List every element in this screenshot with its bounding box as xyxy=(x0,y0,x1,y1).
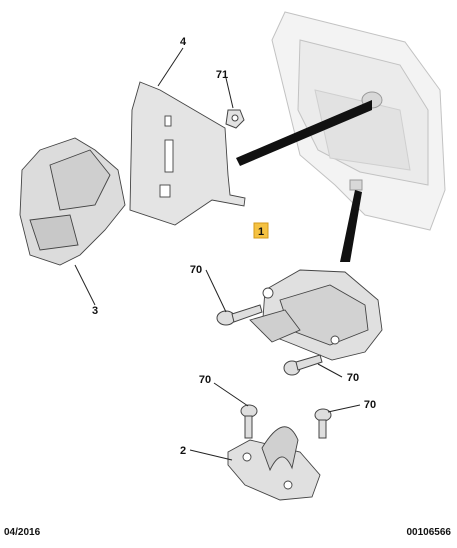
lock-part-3 xyxy=(19,137,126,266)
callout-1: 1 xyxy=(258,226,264,238)
callout-70-lower-right: 70 xyxy=(364,399,376,411)
screw-70-a xyxy=(216,304,263,326)
callout-2: 2 xyxy=(180,445,186,457)
callout-4: 4 xyxy=(180,36,187,48)
screw-70-d xyxy=(314,408,332,439)
callout-3: 3 xyxy=(92,305,98,317)
footer-date: 04/2016 xyxy=(4,527,41,538)
detail-pointers xyxy=(236,100,372,262)
footer-reference-number: 00106566 xyxy=(406,527,452,538)
nut-part-71 xyxy=(225,109,245,129)
callout-71: 71 xyxy=(216,69,228,81)
bracket-part-4 xyxy=(129,81,246,226)
callout-70-upper-left: 70 xyxy=(190,264,202,276)
callout-1-group: 1 xyxy=(253,222,269,239)
leader-lines xyxy=(74,47,361,461)
screw-70-c xyxy=(240,404,258,439)
lock-part-1 xyxy=(249,269,383,361)
callout-70-upper-right: 70 xyxy=(347,372,359,384)
callout-70-lower-left: 70 xyxy=(199,374,211,386)
striker-part-2 xyxy=(227,426,321,501)
screw-70-b xyxy=(283,354,323,376)
callout-1-highlight xyxy=(253,222,269,239)
